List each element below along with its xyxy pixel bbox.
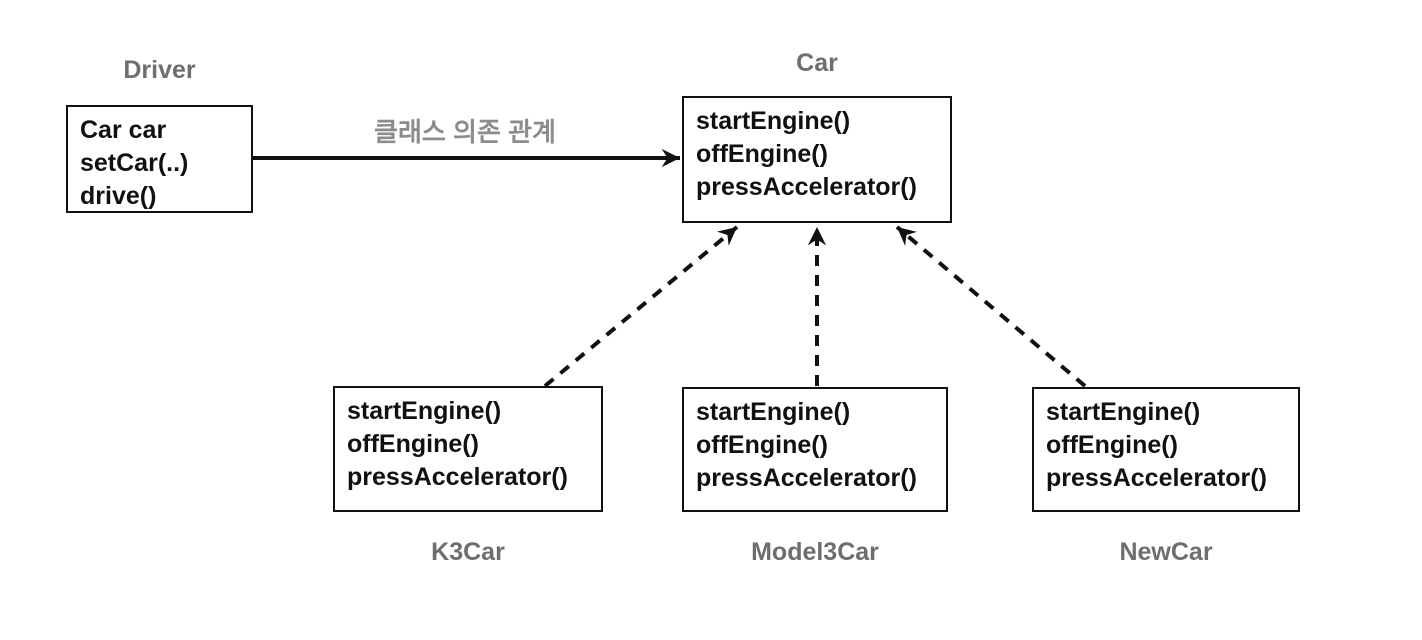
member-line: startEngine(): [347, 397, 502, 425]
class-label-newcar: NewCar: [1119, 538, 1213, 566]
member-line: pressAccelerator(): [696, 173, 917, 201]
class-box-model3car: startEngine() offEngine() pressAccelerat…: [682, 387, 948, 512]
member-line: startEngine(): [696, 398, 851, 426]
class-box-car: startEngine() offEngine() pressAccelerat…: [682, 96, 952, 223]
member-line: startEngine(): [696, 107, 851, 135]
class-box-k3car: startEngine() offEngine() pressAccelerat…: [333, 386, 603, 512]
member-line: drive(): [80, 182, 157, 210]
realization-arrow-newcar-to-car: [895, 225, 1087, 388]
member-line: Car car: [80, 116, 167, 144]
member-line: offEngine(): [696, 431, 828, 459]
class-label-driver: Driver: [123, 56, 196, 84]
realization-arrow-k3car-to-car: [543, 225, 739, 388]
class-label-car: Car: [796, 49, 838, 77]
member-line: pressAccelerator(): [1046, 464, 1267, 492]
member-line: offEngine(): [696, 140, 828, 168]
member-line: offEngine(): [347, 430, 479, 458]
dependency-edge-label: 클래스 의존 관계: [374, 117, 556, 147]
class-label-model3car: Model3Car: [751, 538, 879, 566]
member-line: startEngine(): [1046, 398, 1201, 426]
member-line: pressAccelerator(): [696, 464, 917, 492]
member-line: offEngine(): [1046, 431, 1178, 459]
member-line: pressAccelerator(): [347, 463, 568, 491]
class-box-newcar: startEngine() offEngine() pressAccelerat…: [1032, 387, 1300, 512]
class-label-k3car: K3Car: [431, 538, 505, 566]
class-box-driver: Car car setCar(..) drive(): [66, 105, 253, 213]
member-line: setCar(..): [80, 149, 189, 177]
